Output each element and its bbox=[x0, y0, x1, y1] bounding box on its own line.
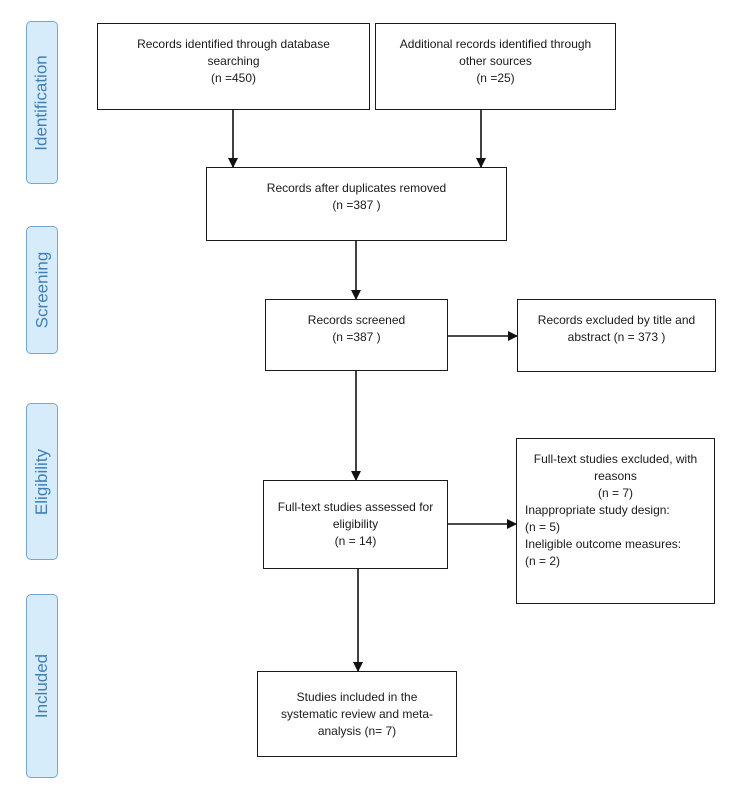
records-screened-count: (n =387 ) bbox=[332, 330, 381, 344]
reason-study-design-count: (n = 5) bbox=[525, 520, 561, 534]
database-records-text-2: searching bbox=[207, 54, 260, 68]
fulltext-assessed-box: Full-text studies assessed for eligibili… bbox=[263, 480, 448, 569]
phase-included: Included bbox=[26, 594, 58, 778]
database-records-text: Records identified through database bbox=[137, 37, 330, 51]
fulltext-assessed-text-2: eligibility bbox=[332, 517, 379, 531]
records-excluded-text-2: abstract (n = 373 ) bbox=[567, 330, 666, 344]
fulltext-assessed-count: (n = 14) bbox=[334, 534, 377, 548]
duplicates-removed-count: (n =387 ) bbox=[332, 198, 381, 212]
fulltext-excluded-text: Full-text studies excluded, with bbox=[533, 452, 698, 466]
phase-identification: Identification bbox=[26, 21, 58, 184]
fulltext-assessed-text: Full-text studies assessed for bbox=[277, 500, 434, 514]
fulltext-excluded-text-2: reasons bbox=[594, 469, 637, 483]
other-sources-text-2: other sources bbox=[459, 54, 532, 68]
other-sources-box: Additional records identified through ot… bbox=[375, 23, 616, 110]
records-screened-text: Records screened bbox=[307, 313, 406, 327]
fulltext-excluded-count: (n = 7) bbox=[597, 486, 633, 500]
fulltext-excluded-box: Full-text studies excluded, with reasons… bbox=[516, 438, 715, 604]
reason-outcome-measures: Ineligible outcome measures: bbox=[525, 537, 682, 551]
database-records-box: Records identified through database sear… bbox=[97, 23, 370, 110]
records-excluded-text: Records excluded by title and bbox=[537, 313, 696, 327]
reason-outcome-measures-count: (n = 2) bbox=[525, 554, 561, 568]
database-records-count: (n =450) bbox=[210, 71, 257, 85]
included-studies-text: Studies included in the bbox=[296, 689, 418, 704]
phase-eligibility: Eligibility bbox=[26, 403, 58, 560]
included-studies-text-2: systematic review and meta- bbox=[280, 706, 434, 721]
included-studies-text-3: analysis (n= 7) bbox=[317, 723, 397, 738]
duplicates-removed-text: Records after duplicates removed bbox=[266, 181, 447, 195]
records-excluded-box: Records excluded by title and abstract (… bbox=[517, 299, 716, 372]
other-sources-text: Additional records identified through bbox=[399, 37, 592, 51]
duplicates-removed-box: Records after duplicates removed (n =387… bbox=[206, 167, 507, 241]
other-sources-count: (n =25) bbox=[476, 71, 515, 85]
reason-study-design: Inappropriate study design: bbox=[525, 503, 670, 517]
phase-screening: Screening bbox=[26, 226, 58, 354]
